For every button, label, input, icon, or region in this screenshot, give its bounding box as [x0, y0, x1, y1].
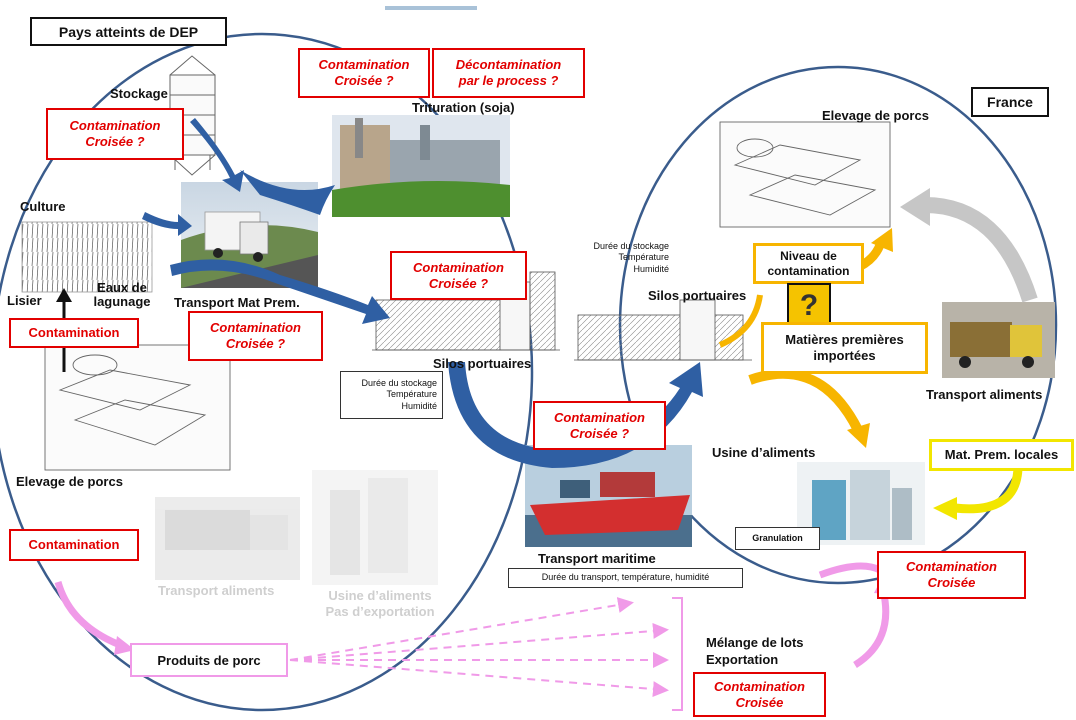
culture-label: Culture	[20, 199, 66, 214]
transport-note: Durée du transport, température, humidit…	[508, 568, 743, 588]
dep-region-title: Pays atteints de DEP	[30, 17, 227, 46]
dep-cycle-circle	[0, 32, 534, 712]
contamination-maritime-line-1: Contamination	[554, 409, 645, 425]
left-elevage-sketch	[44, 344, 231, 471]
left-silos-label: Silos portuaires	[433, 356, 532, 371]
faded-usine-line-1: Usine d’aliments	[328, 588, 432, 603]
left-storage-note-line-2: Température	[386, 389, 437, 400]
contamination-trituration-line-2: Croisée ?	[334, 73, 394, 88]
matieres-premieres-importees-box: Matières premières importées	[761, 322, 928, 374]
contamination-trituration-line-1: Contamination	[318, 57, 410, 73]
lisier-label: Lisier	[7, 293, 42, 308]
faded-usine-line-2: Pas d’exportation	[325, 603, 435, 619]
niveau-de-contamination-box: Niveau de contamination	[753, 243, 864, 284]
contamination-usine-box: Contamination Croisée	[877, 551, 1026, 599]
stockage-label: Stockage	[110, 86, 168, 101]
usine-aliments-label: Usine d’aliments	[712, 445, 816, 460]
melange-line-1: Mélange de lots	[706, 635, 804, 650]
niveau-line-1: Niveau de	[780, 249, 837, 264]
niveau-line-2: contamination	[767, 263, 850, 278]
melange-line-2: Exportation	[706, 651, 779, 667]
trituration-label: Trituration (soja)	[412, 100, 515, 115]
contamination-silos-line-2: Croisée ?	[428, 275, 489, 291]
right-elevage-sketch	[719, 121, 891, 228]
left-storage-note: Durée du stockage Température Humidité	[340, 371, 443, 419]
right-silos-label: Silos portuaires	[648, 288, 747, 303]
transport-mat-prem-label: Transport Mat Prem.	[174, 295, 300, 310]
produits-de-porc-box: Produits de porc	[130, 643, 288, 677]
faded-usine-photo	[312, 470, 438, 585]
contamination-stockage-box: Contamination Croisée ?	[46, 108, 184, 160]
mpi-line-2: importées	[813, 348, 876, 363]
granulation-box: Granulation	[735, 527, 820, 550]
contamination-maritime-line-2: Croisée ?	[569, 425, 630, 441]
contamination-transport-box: Contamination Croisée ?	[188, 311, 323, 361]
france-region-title: France	[971, 87, 1049, 117]
decontamination-box: Décontamination par le process ?	[432, 48, 585, 98]
transport-aliments-photo	[942, 302, 1055, 378]
faded-usine-label: Usine d’aliments Pas d’exportation	[320, 588, 440, 619]
right-storage-note-line-1: Durée du stockage	[593, 241, 669, 252]
contamination-maritime-box: Contamination Croisée ?	[533, 401, 666, 450]
contamination-export-line-1: Contamination	[714, 678, 805, 694]
contamination-trituration-box: Contamination Croisée ?	[298, 48, 430, 98]
contamination-export-box: Contamination Croisée	[693, 672, 826, 717]
right-storage-note-line-2: Température	[618, 252, 669, 263]
faded-transport-aliments-photo	[155, 497, 300, 580]
left-storage-note-line-3: Humidité	[401, 400, 437, 411]
left-storage-note-line-1: Durée du stockage	[361, 378, 437, 389]
contamination-lisier-box: Contamination	[9, 318, 139, 348]
right-elevage-label: Elevage de porcs	[822, 108, 929, 123]
mpi-line-1: Matières premières	[785, 332, 904, 348]
contamination-transport-line-2: Croisée ?	[225, 336, 286, 351]
top-accent-bar	[385, 6, 477, 10]
melange-de-lots-label: Mélange de lots Exportation	[706, 635, 836, 669]
transport-aliments-label: Transport aliments	[926, 387, 1043, 402]
contamination-elevage-box: Contamination	[9, 529, 139, 561]
contamination-stockage-line-1: Contamination	[69, 118, 161, 134]
question-mark-icon: ?	[787, 283, 831, 328]
grey-flow-arrow	[900, 188, 1038, 303]
faded-transport-aliments-label: Transport aliments	[158, 583, 275, 598]
contamination-silos-box: Contamination Croisée ?	[390, 251, 527, 300]
eaux-de-lagunage-line-2: lagunage	[93, 294, 151, 310]
transport-maritime-photo	[525, 445, 692, 547]
transport-maritime-label: Transport maritime	[538, 551, 656, 566]
contamination-export-line-2: Croisée	[735, 694, 784, 710]
right-port-silos-sketch	[574, 299, 752, 361]
contamination-transport-line-1: Contamination	[210, 320, 301, 336]
contamination-stockage-line-2: Croisée ?	[85, 134, 145, 149]
contamination-usine-line-1: Contamination	[906, 559, 997, 575]
trituration-photo	[332, 115, 510, 217]
mat-prem-locales-box: Mat. Prem. locales	[929, 439, 1074, 471]
pink-flow-arrows	[54, 562, 893, 711]
culture-grass-sketch	[21, 221, 153, 293]
decontamination-line-1: Décontamination	[455, 57, 562, 73]
eaux-de-lagunage-label: Eaux de lagunage	[86, 280, 158, 310]
yellow-flow-arrows	[718, 228, 1023, 520]
left-elevage-label: Elevage de porcs	[16, 474, 123, 489]
right-storage-note-line-3: Humidité	[633, 263, 669, 274]
right-storage-note: Durée du stockage Température Humidité	[566, 235, 674, 281]
contamination-usine-line-2: Croisée	[927, 575, 976, 590]
eaux-de-lagunage-line-1: Eaux de	[97, 280, 147, 295]
contamination-silos-line-1: Contamination	[413, 259, 504, 275]
decontamination-line-2: par le process ?	[458, 73, 559, 88]
